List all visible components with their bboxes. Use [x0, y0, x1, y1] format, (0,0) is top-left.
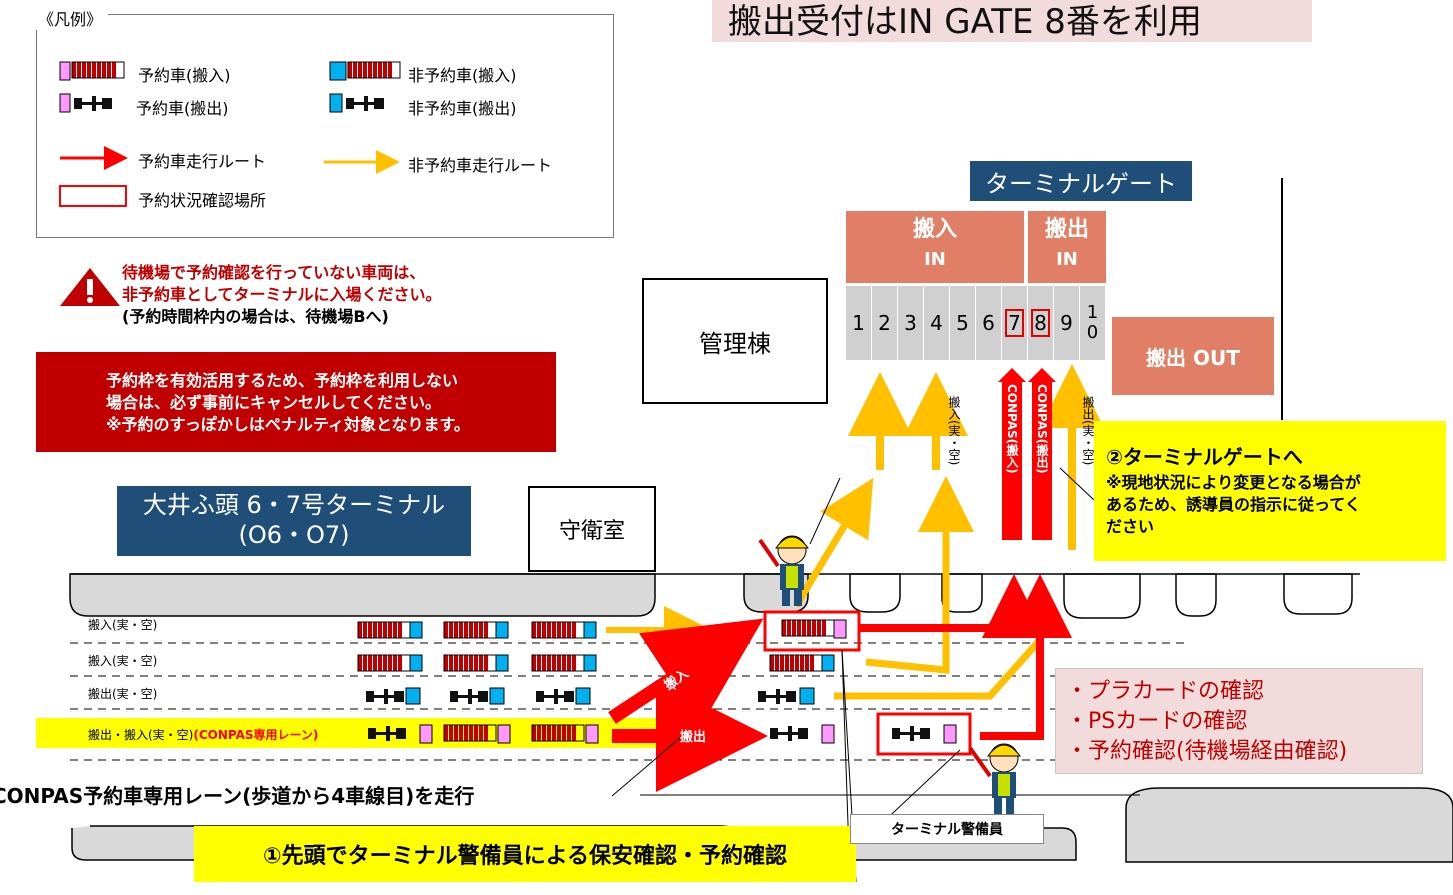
- lane-label-4-conpas: (CONPAS専用レーン): [193, 728, 319, 742]
- warning-cancel-box: 予約枠を有効活用するため、予約枠を利用しない 場合は、必ず事前にキャンセルしてく…: [36, 352, 556, 452]
- legend-unreserved-out: 非予約車(搬出): [408, 99, 517, 118]
- out-gate-box: 搬出 OUT: [1112, 317, 1274, 395]
- gate-5: 5: [950, 286, 975, 360]
- terminal-title-line2: (O6・O7): [238, 521, 350, 549]
- gate-4: 4: [924, 286, 949, 360]
- terminal-gate-note: ②ターミナルゲートへ ※現地状況により変更となる場合が あるため、誘導員の指示に…: [1094, 421, 1446, 561]
- pink-note-item2: ・PSカードの確認: [1066, 709, 1248, 734]
- gate-out-label: 搬出: [1044, 217, 1089, 242]
- gate-9: 9: [1054, 286, 1079, 360]
- yellow-note-body1: ※現地状況により変更となる場合が: [1106, 473, 1361, 492]
- guard-figure-bottom: [968, 743, 1021, 814]
- route-label-in-both: 搬入(実・空): [947, 396, 961, 466]
- warning1-line2: 非予約車としてターミナルに入場ください。: [122, 285, 442, 304]
- pink-note-item3: ・予約確認(待機場経由確認): [1066, 739, 1348, 764]
- admin-building: 管理棟: [642, 278, 828, 404]
- security-check-note: ①先頭でターミナル警備員による保安確認・予約確認: [194, 826, 856, 882]
- yellow-note-title: ②ターミナルゲートへ: [1106, 445, 1303, 469]
- check-items-note: ・プラカードの確認 ・PSカードの確認 ・予約確認(待機場経由確認): [1055, 668, 1423, 774]
- legend-box: [36, 14, 614, 238]
- gate-2: 2: [872, 286, 897, 360]
- guard-room: 守衛室: [528, 486, 656, 572]
- terminal-gate-label: ターミナルゲート: [970, 161, 1192, 201]
- terminal-guard-label: ターミナル警備員: [850, 814, 1044, 844]
- route-label-conpas-out: CONPAS(搬出): [1035, 384, 1049, 474]
- gate-1: 1: [846, 286, 871, 360]
- legend-unreserved-in: 非予約車(搬入): [408, 66, 517, 85]
- pink-note-item1: ・プラカードの確認: [1066, 679, 1265, 704]
- lane-label-4: 搬出・搬入(実・空)(CONPAS専用レーン): [88, 726, 318, 743]
- gate-out-header: 搬出 IN: [1028, 211, 1106, 283]
- warning-unconfirmed: 待機場で予約確認を行っていない車両は、 非予約車としてターミナルに入場ください。…: [122, 262, 442, 328]
- legend-title: 《凡例》: [36, 6, 109, 30]
- gate-10: 1 0: [1080, 286, 1105, 360]
- legend-reserved-in: 予約車(搬入): [138, 66, 231, 85]
- gate-3: 3: [898, 286, 923, 360]
- route-label-conpas-in: CONPAS(搬入): [1005, 384, 1019, 474]
- yellow-note-body2: あるため、誘導員の指示に従ってく: [1106, 495, 1361, 514]
- warning2-line2: 場合は、必ず事前にキャンセルしてください。: [106, 393, 442, 412]
- header-banner: 搬出受付はIN GATE 8番を利用: [712, 0, 1312, 42]
- guard-figure-top: [758, 535, 809, 606]
- conpas-lane-note: CONPAS予約車専用レーン(歩道から4車線目)を走行: [0, 780, 475, 809]
- warning2-line1: 予約枠を有効活用するため、予約枠を利用しない: [106, 371, 459, 390]
- legend-check-point: 予約状況確認場所: [138, 191, 267, 210]
- yellow-note-body3: ださい: [1106, 517, 1155, 536]
- terminal-title-line1: 大井ふ頭 6・7号ターミナル: [142, 491, 446, 519]
- legend-reserved-out: 予約車(搬出): [136, 99, 229, 118]
- lane-label-4-text: 搬出・搬入(実・空): [88, 728, 194, 742]
- terminal-title: 大井ふ頭 6・7号ターミナル (O6・O7): [117, 486, 471, 556]
- header-banner-text: 搬出受付はIN GATE 8番を利用: [728, 2, 1202, 42]
- legend-reserved-route: 予約車走行ルート: [138, 152, 267, 171]
- gate-in-label: 搬入: [912, 217, 957, 242]
- gate-out-sub: IN: [1056, 249, 1078, 270]
- lane-label-1: 搬入(実・空): [88, 618, 158, 632]
- warning1-line1: 待機場で予約確認を行っていない車両は、: [122, 263, 426, 282]
- gate-in-sub: IN: [924, 249, 946, 270]
- gate-8: 8: [1028, 286, 1053, 360]
- route-label-out-both: 搬出(実・空): [1081, 396, 1095, 466]
- arrow-label-out: 搬出: [680, 729, 706, 745]
- gate-6: 6: [976, 286, 1001, 360]
- lane-label-2: 搬入(実・空): [88, 654, 158, 668]
- warning1-line3: (予約時間枠内の場合は、待機場Bへ): [122, 307, 389, 326]
- warning2-line3: ※予約のすっぽかしはペナルティ対象となります。: [106, 415, 470, 434]
- gate-7: 7: [1002, 286, 1027, 360]
- lane-label-3: 搬出(実・空): [88, 687, 158, 701]
- legend-unreserved-route: 非予約車走行ルート: [408, 156, 553, 175]
- gate-in-header: 搬入 IN: [846, 211, 1024, 283]
